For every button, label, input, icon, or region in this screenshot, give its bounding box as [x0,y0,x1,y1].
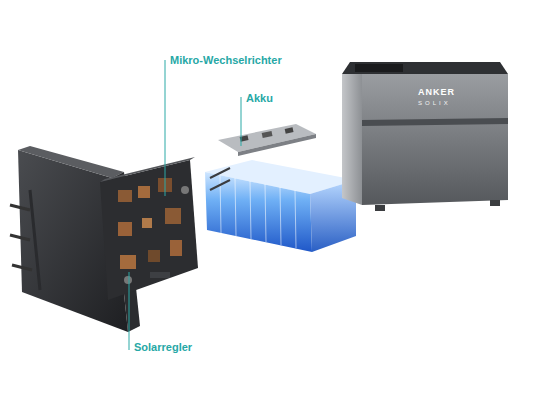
battery-pack [205,160,356,252]
callout-label: Akku [246,92,273,104]
brand-logo: ANKER [418,88,455,98]
leader-lines [129,60,241,350]
brand-logo: SOLIX [418,100,451,107]
callout-label: Mikro-Wechselrichter [170,54,282,66]
circuit-board [100,157,198,300]
bms-board [218,124,316,156]
device-housing [342,62,508,211]
callout-label: Solarregler [134,341,192,353]
